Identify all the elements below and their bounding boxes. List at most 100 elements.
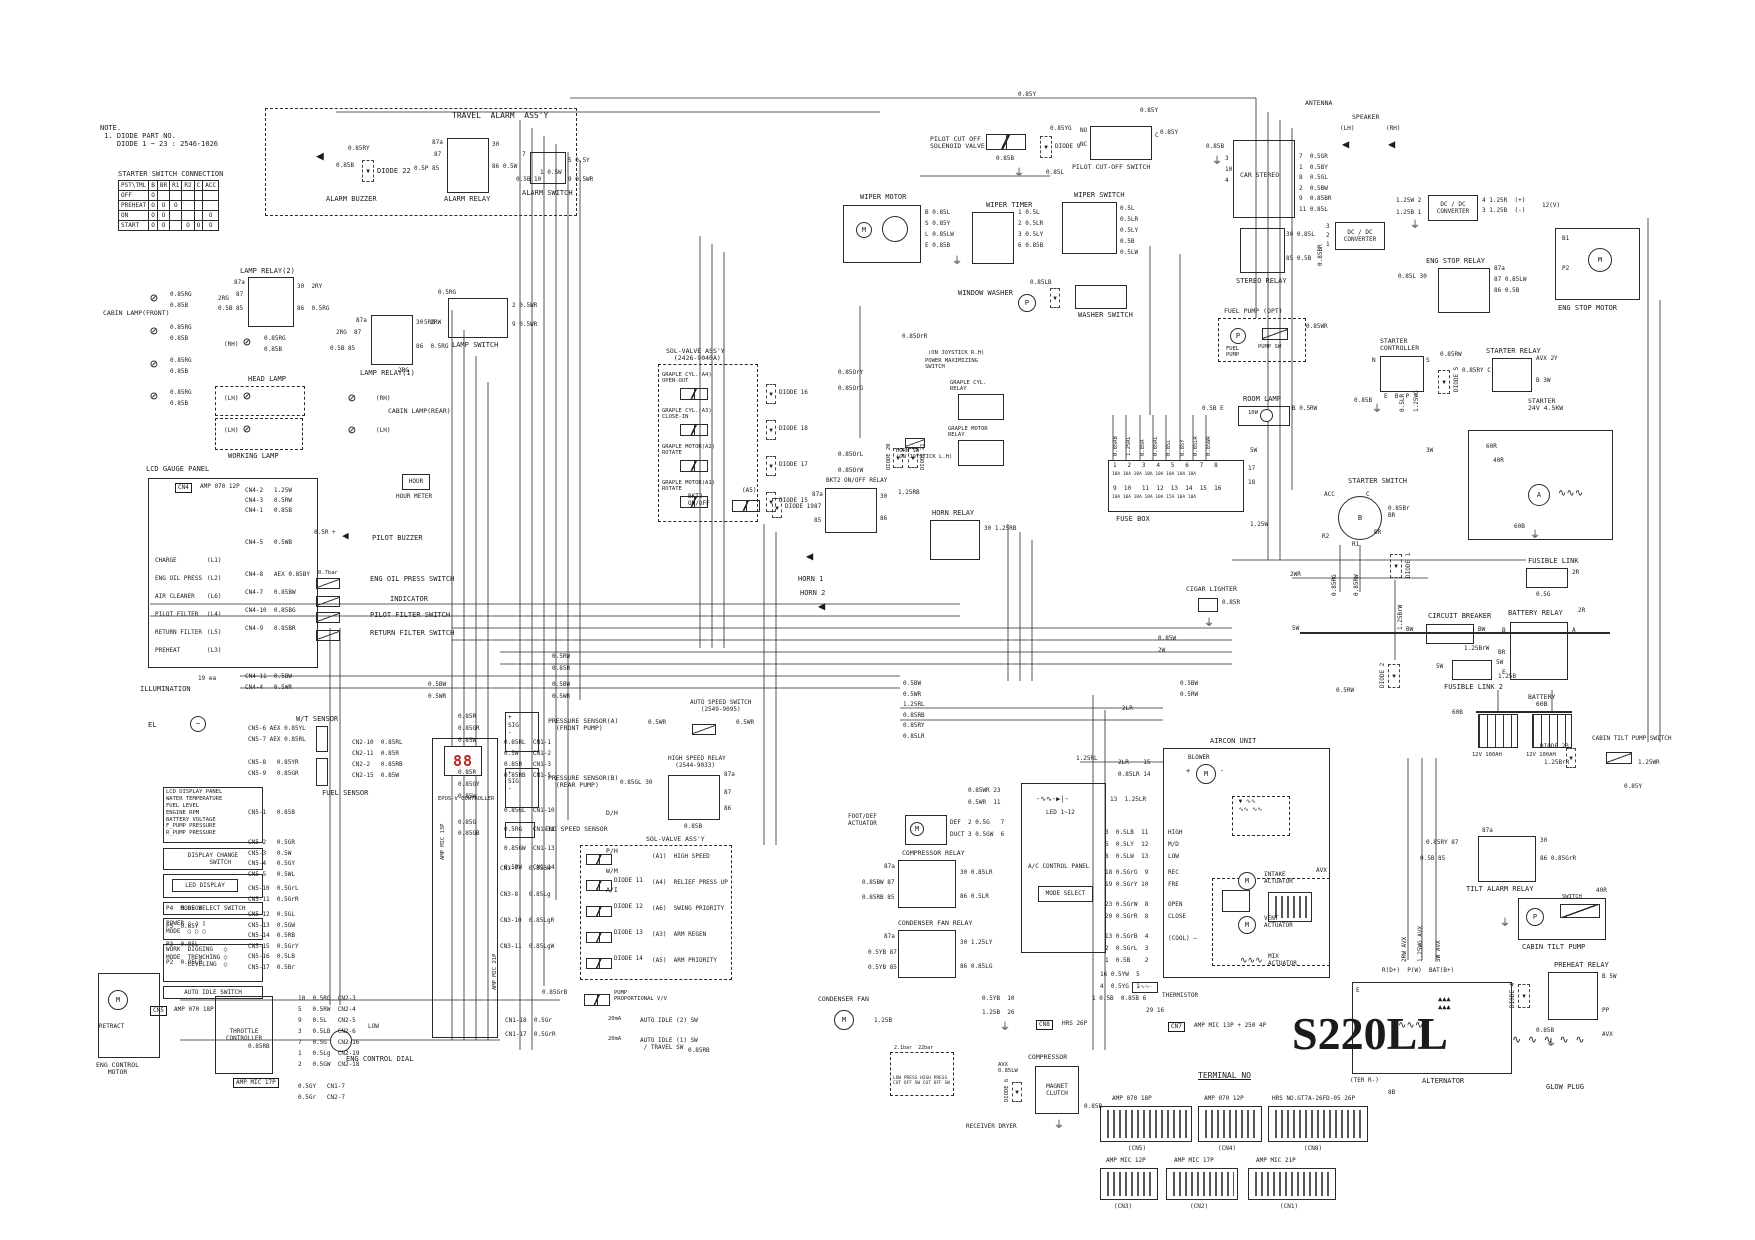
hour-meter-label: HOUR METER — [396, 493, 433, 500]
cf-wire2: 0.5YB 10 — [982, 995, 1015, 1002]
lcd-gauge-panel-box — [148, 478, 318, 668]
diode23-label: DIODE 23 — [1540, 743, 1569, 750]
epos-right-rows-row: 0.5W CN1-2 — [504, 750, 551, 757]
speaker-lh-icon: ◀ — [1342, 137, 1350, 151]
wire-org: 0.85OrG — [838, 385, 864, 392]
ss-c: C — [1366, 491, 1370, 498]
sv2-rows-row: (A6) SWING PRIORITY — [652, 905, 725, 912]
cabin-lamp-rear-lh-tag: (LH) — [376, 427, 391, 434]
pilot-cutoff-switch-box — [1090, 126, 1152, 160]
tar-t1: 87a — [1482, 827, 1493, 834]
cn5-low-rows-row: CN5-16 0.5LB — [248, 953, 295, 960]
sv2-rows-row: (A5) ARM PRIORITY — [652, 957, 718, 964]
alarm-switch-t2: 5 0.5Y — [568, 157, 590, 164]
pilot-cutoff-c: C — [1155, 132, 1159, 139]
table-col-header: BR — [156, 180, 171, 191]
diode5-icon: ▼ — [1438, 370, 1450, 394]
horn-relay-label: HORN RELAY — [932, 509, 975, 517]
pilot-cutoff-valve-gnd: ⏚ — [1014, 168, 1024, 179]
lamp-relay2-t1: 87a — [234, 279, 245, 286]
pilot-cutoff-no: NO — [1080, 127, 1088, 134]
gauge-lamp-ids-row: (L1) — [207, 557, 222, 564]
preheat-avx: AVX — [1602, 1031, 1613, 1038]
mid-bus-right-row: 0.5BW — [1180, 680, 1199, 687]
high-speed-relay-box — [668, 775, 720, 820]
dcdc2-t1: 30 0.85L — [1286, 231, 1315, 238]
ac-row-v1: 13 0.5GrB 4 — [1105, 933, 1149, 940]
dcdc1-box: DC / DC CONVERTER — [1428, 195, 1478, 221]
work-mode-box: WORK DIGGING ○ MODE TRENCHING ○ LEVELING… — [163, 944, 263, 982]
conn6-box — [1248, 1168, 1336, 1200]
wiper-timer-terms-row: 1 0.5L — [1018, 209, 1040, 216]
conn1-label: AMP 070 18P — [1112, 1095, 1152, 1102]
lamp-relay2-t4: 30 2RY — [297, 283, 323, 290]
fuse-box-label: FUSE BOX — [1116, 515, 1150, 523]
battery-label: BATTERY 60B — [1528, 693, 1556, 709]
diode19-icon: ▼ — [772, 498, 782, 518]
table-mark-cell: O — [148, 210, 158, 221]
cn4-tag-label: AMP 070 12P — [200, 483, 240, 490]
dcdc2-wire: 0.85BR — [1317, 244, 1324, 266]
throttle-low-rows-row: 0.5Gr CN2-7 — [298, 1094, 345, 1101]
hsr-t1: 0.85GL 30 — [620, 779, 653, 786]
wire-orw: 0.85OrW — [838, 467, 864, 474]
alarm-relay-t4: 30 — [492, 141, 500, 148]
wiper-switch-terms-row: 0.5L — [1120, 205, 1135, 212]
ac-panel-box — [1021, 783, 1106, 953]
vent-actuator-m: M — [1238, 916, 1256, 934]
starter-switch-circ: B — [1338, 496, 1382, 540]
aircon-open: OPEN — [1168, 901, 1183, 908]
cb-bw1: BW — [1406, 626, 1414, 633]
throttle-rows-row: 2 0.5GW CN2-18 — [298, 1061, 360, 1068]
diode1-icon: ▼ — [1390, 554, 1402, 578]
cn7-label: AMP MIC 13P + 250 4P — [1194, 1022, 1267, 1029]
tar-40r: 40R — [1596, 887, 1607, 894]
cn5-low-rows-row: CN5-14 0.5RB — [248, 932, 295, 939]
alarm-relay-t2: 87 — [434, 151, 442, 158]
table-mark-cell — [193, 190, 204, 201]
horn2-icon: ◀ — [818, 599, 826, 613]
auto-idle-rows-row: CN1-18 0.5Gr — [505, 1017, 552, 1024]
wiper-motor-box — [843, 205, 921, 263]
foot-def-actuator-box — [905, 815, 947, 845]
diode16-icon: ▼ — [766, 384, 776, 404]
table-mark-cell — [193, 210, 204, 221]
cn5-gr-rows-row: CN5-10 0.5GrL — [248, 885, 299, 892]
table-row-name: START — [117, 220, 150, 231]
wire-orl: 0.85OrL — [838, 451, 864, 458]
cfr-t4: 30 1.25LY — [960, 939, 993, 946]
ac-row-v2: 2 0.5GrL 3 — [1105, 945, 1149, 952]
mid-bus-stack-row: 0.5BW — [903, 680, 922, 687]
alarm-buzzer-label: ALARM BUZZER — [326, 195, 377, 203]
mix-actuator-icon: ∿∿∿ — [1240, 956, 1263, 966]
high-speed-relay-label: HIGH SPEED RELAY (2544-9033) — [668, 755, 726, 769]
el-icon: ~ — [190, 716, 206, 732]
br-b: B — [1502, 627, 1506, 634]
fusible-link-val: 0.5G — [1536, 591, 1551, 598]
throttle-rows-row: 7 0.5G CN2-16 — [298, 1039, 360, 1046]
gauge-rows-row: ENG OIL PRESS — [155, 575, 202, 582]
stereo-relay-box — [1240, 228, 1285, 273]
working-lamp-lh-tag: (LH) — [224, 427, 239, 434]
starter-label: STARTER 24V 4.5KW — [1528, 397, 1564, 413]
epos-right-rows-row: 0.85RB CN1-5 — [504, 772, 551, 779]
battery-2-label: 12V 100AH — [1526, 752, 1556, 758]
pump-prop-vv-sol — [584, 994, 610, 1006]
throttle-controller-box: THROTTLE CONTROLLER — [215, 996, 273, 1074]
epos-mode-rows-row: 0.85GW CN1-13 — [504, 845, 555, 852]
starter-controller-n: N — [1372, 357, 1376, 364]
preheat-pp: PP — [1602, 1007, 1610, 1014]
cn4-tag: CN4 — [175, 483, 192, 493]
cn4-indicator-rows-row: CN4-8 AEX 0.85BY — [245, 571, 311, 578]
lamp-relay1-t1: 87a — [356, 317, 367, 324]
br-br: BR — [1498, 649, 1506, 656]
auto-speed-switch-label: AUTO SPEED SWITCH (2549-9095) — [690, 699, 752, 713]
pilot-filter-sw-box — [316, 612, 340, 623]
lamp2-wires-row: 0.85B — [170, 335, 189, 342]
working-lamp-lh: ⊘ — [243, 422, 251, 437]
mid-bus-stack-row: 0.85LR — [903, 732, 925, 740]
receiver-dryer-label: RECEIVER DRYER — [966, 1123, 1017, 1130]
table-mark-cell — [169, 220, 183, 231]
alarm-switch-t1: 7 — [522, 151, 526, 158]
